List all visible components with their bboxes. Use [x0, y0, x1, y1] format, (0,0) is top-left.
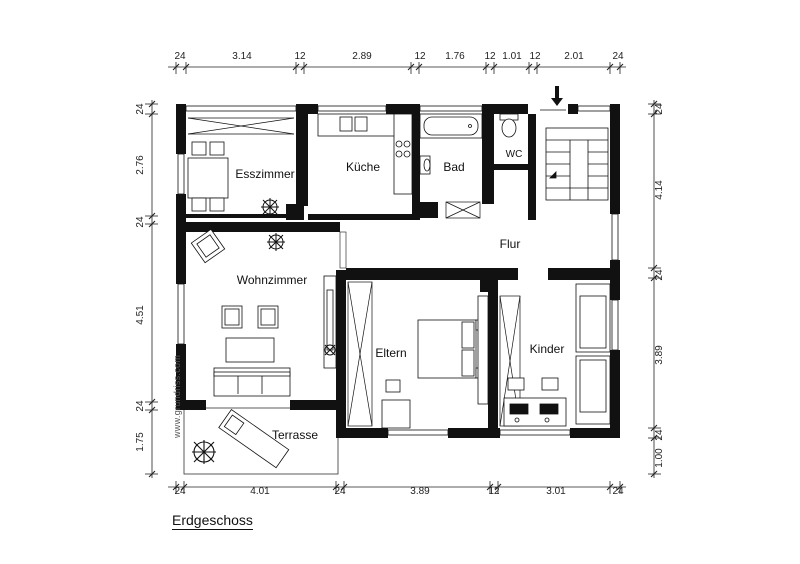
- dim-top-label: 3.14: [232, 51, 252, 62]
- walls: [176, 104, 620, 438]
- double-bed: [417, 319, 487, 379]
- dimension-top: [168, 62, 626, 74]
- dim-bottom-label: 3.89: [410, 486, 430, 497]
- dim-top-label: 24: [174, 51, 186, 62]
- staircase: [545, 127, 609, 201]
- dim-top-label: 12: [414, 51, 426, 62]
- room-label-flur: Flur: [500, 237, 521, 251]
- dim-left-label: 2.76: [135, 155, 146, 175]
- dim-bottom-label: 3.01: [546, 486, 566, 497]
- watermark: www.grundriss.com: [172, 355, 182, 439]
- dim-right-label: 3.89: [654, 345, 665, 365]
- armchair-corner: [190, 228, 226, 264]
- kinder-desks: [503, 377, 567, 427]
- dim-right-label: 24: [654, 103, 665, 115]
- room-label-wc: WC: [506, 149, 523, 160]
- dim-top-label: 2.01: [564, 51, 584, 62]
- dim-bottom-label: 12: [488, 486, 500, 497]
- plant-icon: [324, 344, 336, 356]
- sun-lounger: [218, 408, 290, 469]
- room-label-esszimmer: Esszimmer: [235, 167, 294, 181]
- windows: [187, 109, 566, 135]
- terrace-area: [183, 407, 339, 475]
- toilet: [499, 113, 519, 138]
- dimension-left-labels: 24 2.76 24 4.51 24 1.75: [135, 103, 146, 452]
- bathroom-sink: [419, 155, 431, 175]
- dimension-top-labels: 24 3.14 12 2.89 12 1.76 12 1.01 12 2.01 …: [174, 51, 624, 62]
- entrance-arrow-icon: [551, 86, 563, 106]
- dim-top-label: 2.89: [352, 51, 372, 62]
- dim-left-label: 24: [135, 216, 146, 228]
- room-labels: Esszimmer Küche Bad WC Flur Wohnzimmer E…: [235, 149, 564, 442]
- room-label-eltern: Eltern: [375, 346, 406, 360]
- dim-right-label: 24: [654, 269, 665, 281]
- dim-bottom-label: 24: [174, 486, 186, 497]
- living-furniture: [213, 275, 337, 397]
- dim-top-label: 1.76: [445, 51, 465, 62]
- dim-right-label: 1.00: [654, 448, 665, 468]
- dim-left-label: 1.75: [135, 432, 146, 452]
- room-label-kinder: Kinder: [530, 342, 565, 356]
- dim-top-label: 12: [294, 51, 306, 62]
- dim-top-label: 12: [484, 51, 496, 62]
- desk-eltern: [381, 295, 489, 429]
- dimension-left: [145, 100, 158, 478]
- room-label-terrasse: Terrasse: [272, 428, 318, 442]
- dim-top-label: 24: [612, 51, 624, 62]
- dim-right-label: 4.14: [654, 180, 665, 200]
- dimension-right-labels: 24 4.14 24 3.89 24 1.00: [654, 103, 665, 468]
- kitchen-counter: [317, 113, 413, 195]
- dining-table: [187, 141, 229, 212]
- plant-icon: [261, 198, 279, 216]
- dim-right-label: 24: [654, 429, 665, 441]
- room-label-bad: Bad: [443, 160, 464, 174]
- plant-icon: [267, 233, 285, 251]
- dim-bottom-label: 24: [334, 486, 346, 497]
- dim-left-label: 24: [135, 400, 146, 412]
- plant-icon: [192, 440, 216, 464]
- dim-top-label: 1.01: [502, 51, 522, 62]
- dimension-bottom-labels: 24 4.01 24 3.89 12 3.01 24: [174, 486, 624, 497]
- dimension-right: [648, 100, 661, 478]
- room-label-wohnzimmer: Wohnzimmer: [237, 273, 307, 287]
- dim-bottom-label: 24: [612, 486, 624, 497]
- room-label-kueche: Küche: [346, 160, 380, 174]
- dim-bottom-label: 4.01: [250, 486, 270, 497]
- floor-title: Erdgeschoss: [172, 512, 253, 530]
- dim-left-label: 24: [135, 103, 146, 115]
- dim-left-label: 4.51: [135, 305, 146, 325]
- dimension-bottom: [168, 481, 626, 494]
- bathtub: [419, 113, 483, 139]
- wardrobe-eltern: [347, 281, 373, 427]
- dim-top-label: 12: [529, 51, 541, 62]
- kinder-beds: [575, 283, 611, 425]
- shower: [445, 201, 481, 219]
